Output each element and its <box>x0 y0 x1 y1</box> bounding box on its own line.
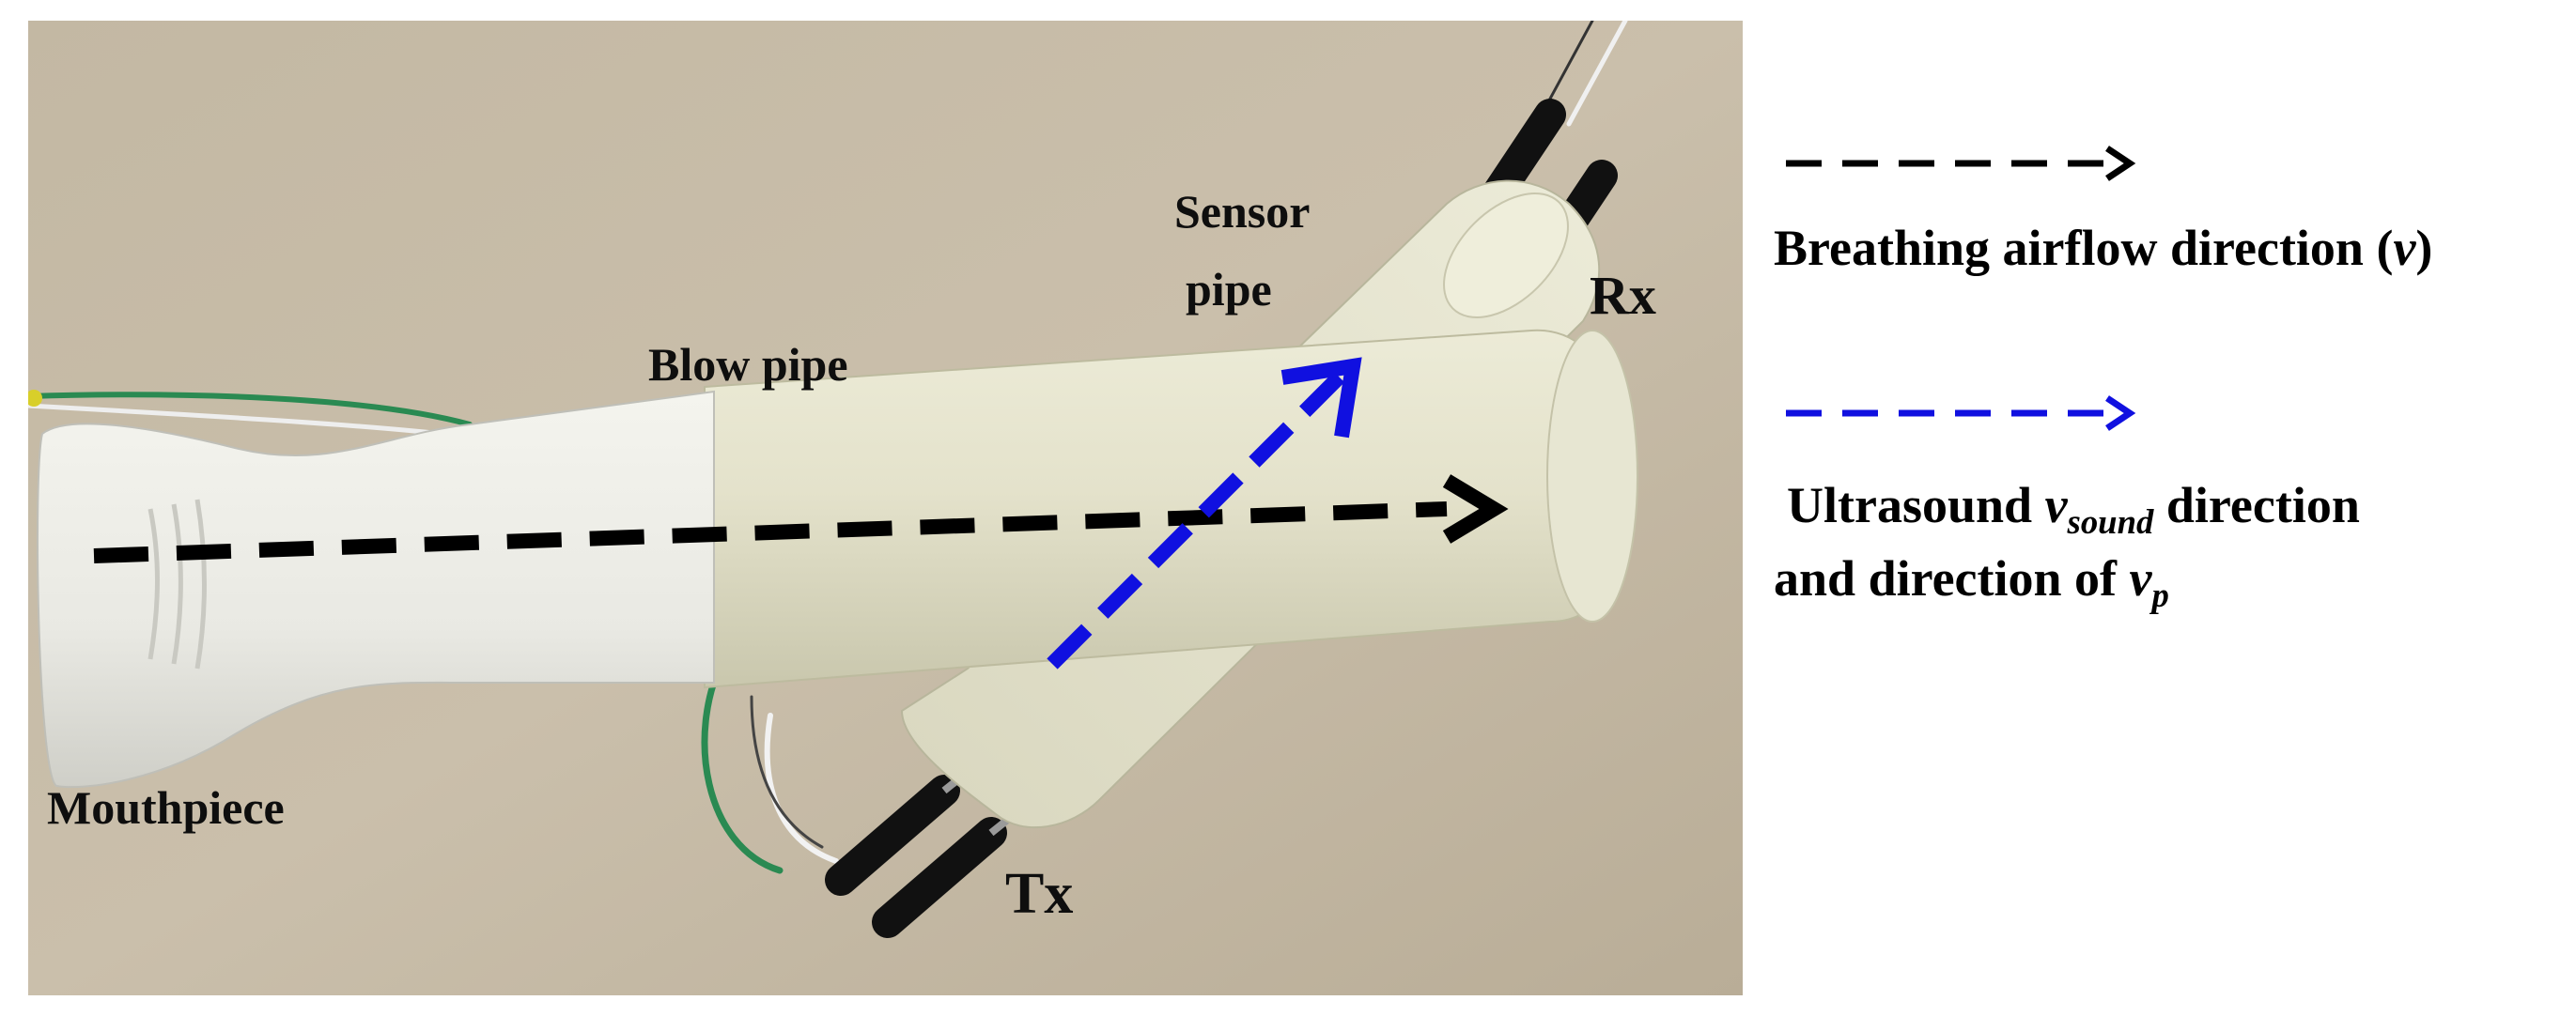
sensor-pipe-label-line1: Sensor <box>1174 185 1311 238</box>
ultrasound-arrow <box>1047 357 1362 670</box>
rx-label: Rx <box>1590 265 1656 326</box>
spirometer-photo: Mouthpiece Blow pipe Sensor pipe Rx Tx <box>28 21 1743 995</box>
mouthpiece <box>37 390 715 789</box>
mouthpiece-label: Mouthpiece <box>47 781 285 834</box>
legend-ultrasound-arrow <box>1786 395 2136 431</box>
legend-ultrasound-text-line2: and direction of vp <box>1774 550 2169 614</box>
legend-ultrasound-text-line1: Ultrasound vsound direction <box>1787 477 2360 541</box>
mouthpiece-grip-lines <box>147 499 207 670</box>
legend-airflow-arrow <box>1786 146 2136 181</box>
spirometer-illustration <box>28 21 1743 995</box>
blow-pipe-label: Blow pipe <box>648 338 848 391</box>
airflow-arrow <box>93 474 1509 563</box>
tx-label: Tx <box>1005 862 1074 926</box>
sensor-pipe-label-line2: pipe <box>1186 263 1272 316</box>
wires <box>28 21 1628 874</box>
legend-airflow-text: Breathing airflow direction (v) <box>1774 220 2433 276</box>
